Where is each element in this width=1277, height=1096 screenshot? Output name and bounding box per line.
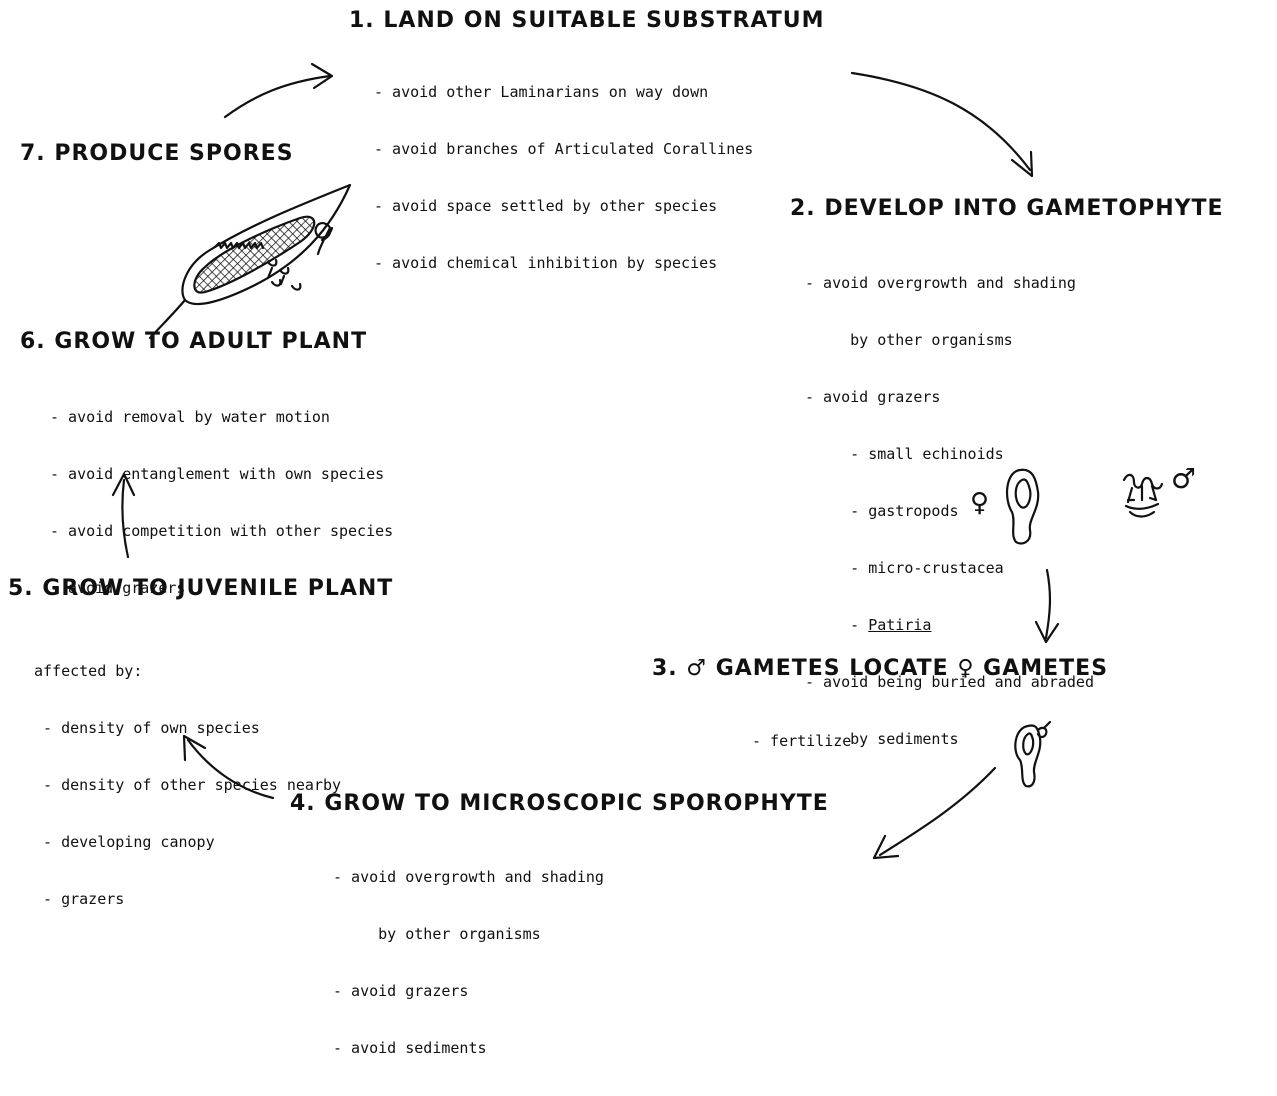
list-item: - gastropods xyxy=(805,502,959,520)
list-item: - avoid grazers xyxy=(805,388,941,406)
step-2-title: 2. DEVELOP INTO GAMETOPHYTE xyxy=(790,196,1224,221)
list-item: - micro-crustacea xyxy=(805,559,1004,577)
list-item: - Patiria xyxy=(805,616,1094,635)
list-item: - avoid competition with other species xyxy=(50,522,394,540)
diagram-art xyxy=(111,62,1164,860)
step-2-list: - avoid overgrowth and shading by other … xyxy=(805,236,1094,787)
list-item: - avoid grazers xyxy=(50,579,186,597)
arrow-icon xyxy=(111,472,136,559)
step-1-list: - avoid other Laminarians on way down - … xyxy=(374,45,753,311)
step-3-list: - fertilize xyxy=(752,694,851,789)
patiria-label: Patiria xyxy=(868,616,932,634)
arrow-icon xyxy=(182,734,275,800)
step-1-title: 1. LAND ON SUITABLE SUBSTRATUM xyxy=(349,8,825,33)
male-symbol: ♂ xyxy=(1171,462,1198,495)
list-item-prefix: - xyxy=(805,616,869,634)
step-6-list: - avoid removal by water motion - avoid … xyxy=(50,370,393,636)
step-4-title: 4. GROW TO MICROSCOPIC SPOROPHYTE xyxy=(290,791,829,816)
list-item: - avoid overgrowth and shading xyxy=(333,868,604,886)
arrow-icon xyxy=(850,71,1034,178)
male-gametophyte-drawing-icon xyxy=(1122,473,1164,518)
step-3-middle: GAMETES LOCATE xyxy=(707,656,958,681)
sporophyll-drawing-icon xyxy=(148,183,352,340)
sporophyte-drawing-icon xyxy=(1014,720,1052,788)
arrow-icon xyxy=(223,62,334,119)
step-3-title: 3. ♂ GAMETES LOCATE ♀ GAMETES xyxy=(652,656,1108,681)
list-item: - avoid space settled by other species xyxy=(374,197,718,215)
list-item: - avoid chemical inhibition by species xyxy=(374,254,718,272)
arrow-icon xyxy=(1034,568,1060,644)
step-5-list: affected by: - density of own species - … xyxy=(34,624,341,947)
list-item: - small echinoids xyxy=(805,445,1004,463)
step-7-title: 7. PRODUCE SPORES xyxy=(20,141,294,166)
list-item: - avoid branches of Articulated Corallin… xyxy=(374,140,754,158)
list-item: - grazers xyxy=(34,890,125,908)
list-item: - avoid removal by water motion xyxy=(50,408,330,426)
list-item: - avoid entanglement with own species xyxy=(50,465,385,483)
list-item: by other organisms xyxy=(333,925,541,943)
female-gametophyte-drawing-icon xyxy=(1005,468,1040,545)
step-5-title: 5. GROW TO JUVENILE PLANT xyxy=(8,576,394,601)
list-item: - avoid sediments xyxy=(333,1039,487,1057)
list-item: - developing canopy xyxy=(34,833,215,851)
list-item: by sediments xyxy=(805,730,959,748)
list-item: affected by: xyxy=(34,662,143,680)
step-3-suffix: GAMETES xyxy=(974,656,1109,681)
list-item: - avoid being buried and abraded xyxy=(805,673,1094,691)
female-gamete-symbol: ♀ xyxy=(957,656,975,681)
list-item: - avoid other Laminarians on way down xyxy=(374,83,709,101)
list-item: - avoid overgrowth and shading xyxy=(805,274,1076,292)
list-item: by other organisms xyxy=(805,331,1013,349)
life-cycle-diagram: 1. LAND ON SUITABLE SUBSTRATUM - avoid o… xyxy=(8,8,1224,1057)
step-6-title: 6. GROW TO ADULT PLANT xyxy=(20,329,368,354)
list-item: - avoid grazers xyxy=(333,982,469,1000)
arrow-icon xyxy=(872,766,997,860)
list-item: - fertilize xyxy=(752,732,852,750)
step-3-prefix: 3. xyxy=(652,656,687,681)
male-gamete-symbol: ♂ xyxy=(686,656,708,681)
list-item: - density of own species xyxy=(34,719,260,737)
female-symbol: ♀ xyxy=(970,488,991,518)
